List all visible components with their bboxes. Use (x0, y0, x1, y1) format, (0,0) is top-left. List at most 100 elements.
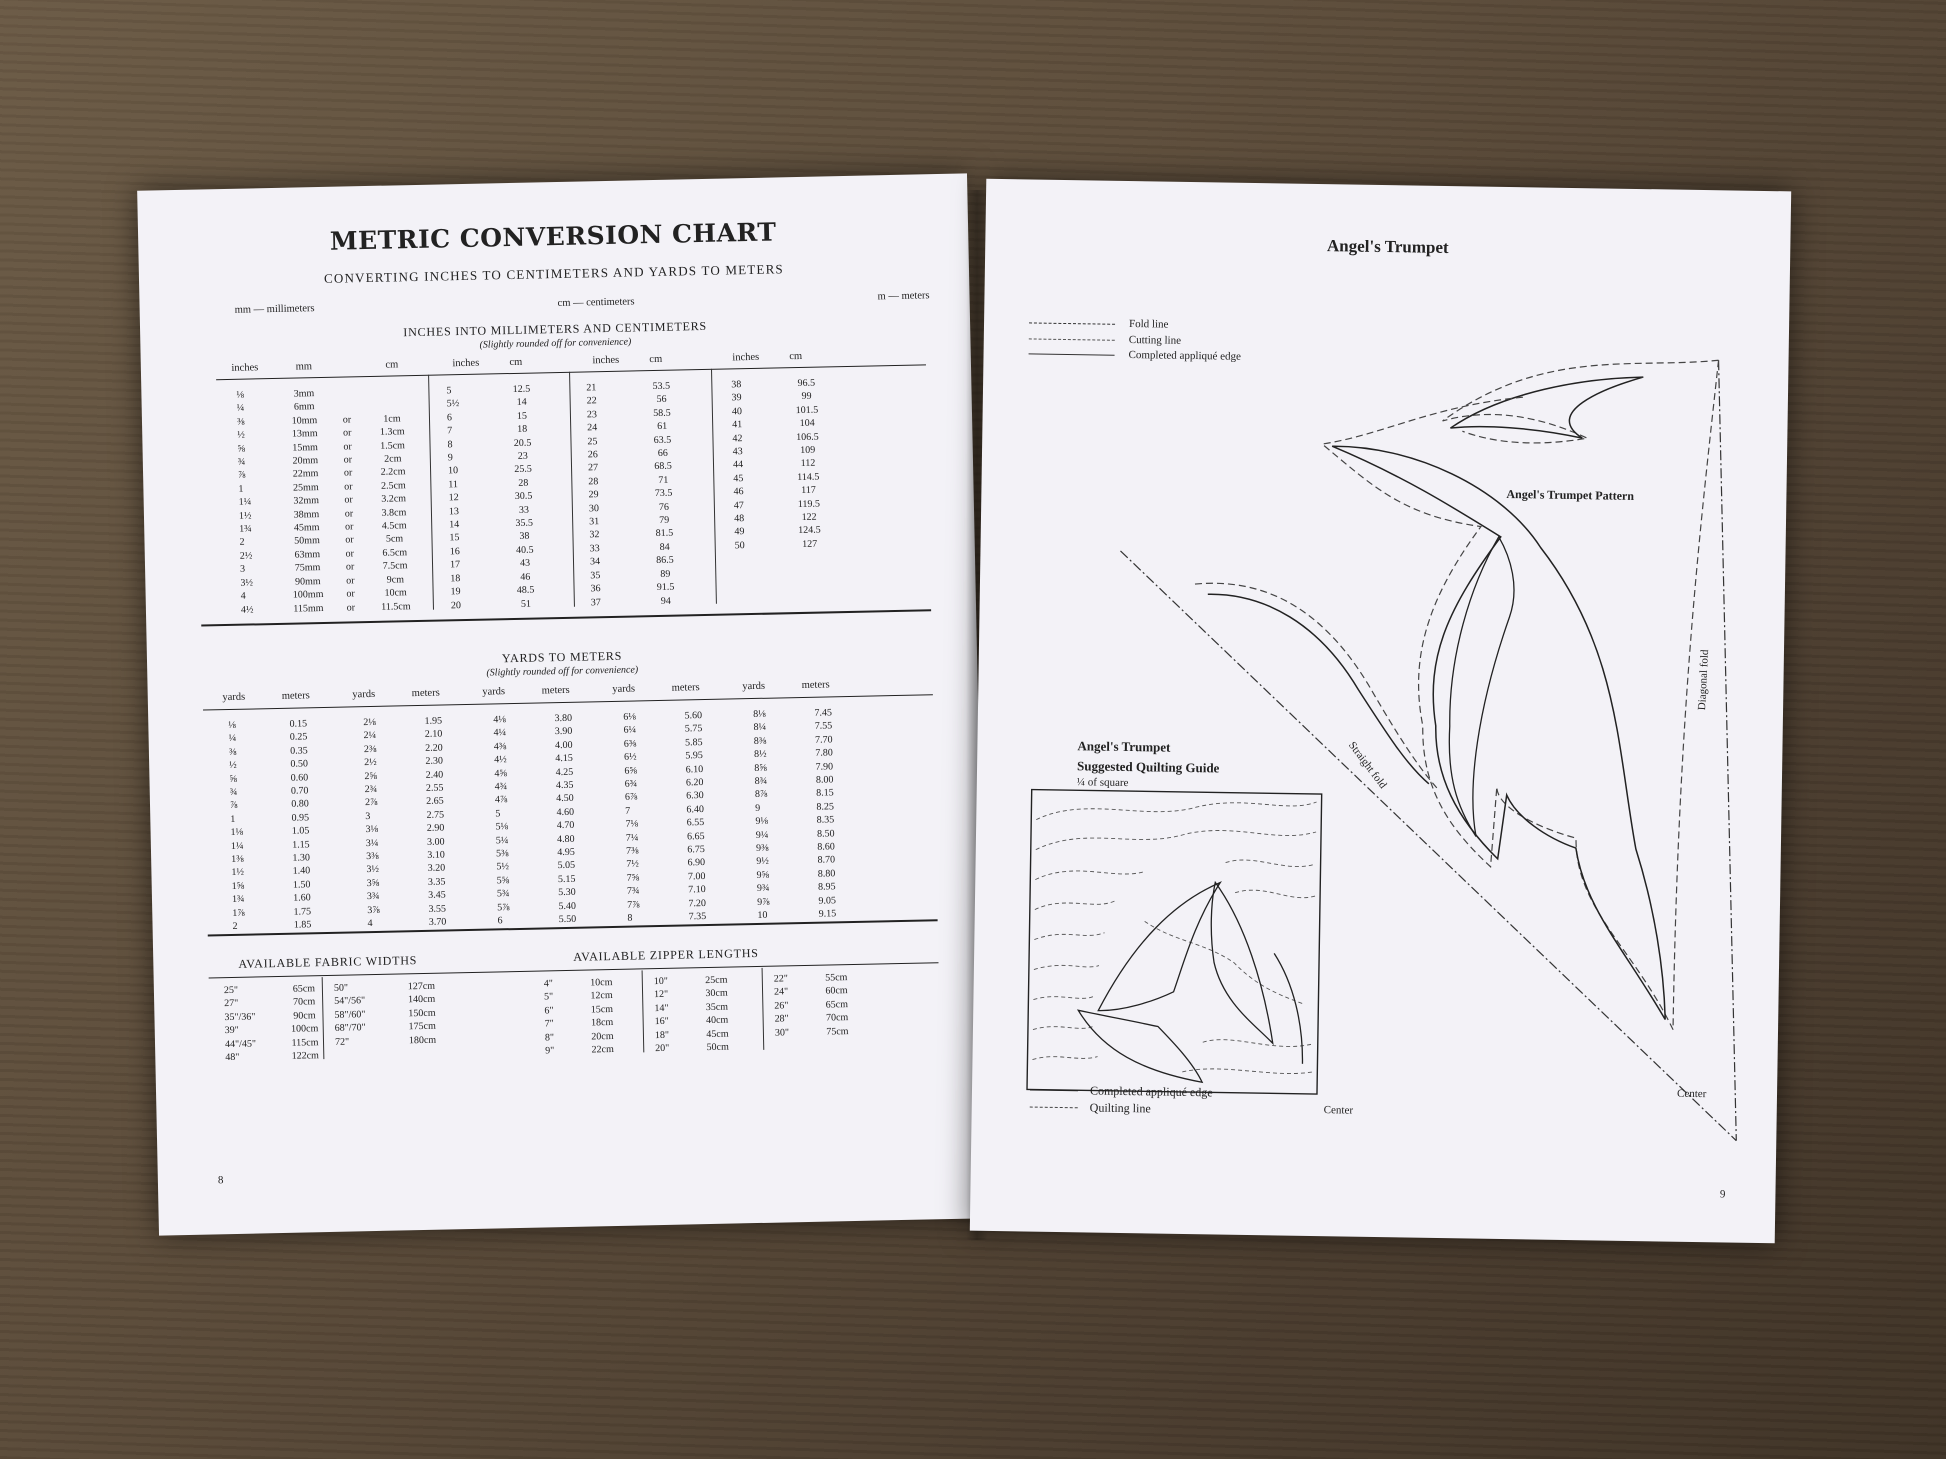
table-cell: 180cm (408, 1034, 437, 1046)
center-label-pattern: Center (1676, 1087, 1707, 1101)
table-cell: 8.95 (818, 881, 836, 893)
table-cell: 15 (449, 532, 460, 544)
col-yards: yards (482, 686, 506, 698)
table-cell: 7.80 (815, 747, 833, 759)
table-cell: 8.50 (816, 827, 835, 840)
table-cell: 24 (587, 422, 598, 434)
table-cell: 53.5 (652, 380, 671, 393)
table-cell: 8.25 (816, 801, 835, 813)
table-cell: 6.5cm (382, 547, 408, 559)
table-cell: 49 (734, 526, 745, 538)
table-cell: ⅛ (236, 389, 245, 401)
table-cell: 109 (800, 444, 816, 457)
table-cell: 5.30 (558, 887, 576, 899)
table-cell: 12" (653, 989, 669, 1001)
table-cell: 14 (449, 519, 460, 531)
table-cell: 2¼ (363, 730, 377, 742)
table-cell: 5¼ (495, 834, 509, 847)
table-cell: 4.80 (556, 833, 575, 845)
table-cell: 39 (731, 392, 742, 404)
table-cell: 30" (774, 1026, 790, 1039)
table-cell: 1.50 (292, 879, 311, 891)
table-cell: 1.3cm (379, 426, 405, 438)
table-cell: 27" (224, 998, 239, 1010)
table-cell: 2.55 (425, 782, 444, 794)
table-cell: 2½ (239, 550, 253, 562)
table-cell: 26" (774, 1000, 789, 1012)
table-cell: 9⅝ (756, 869, 770, 881)
table-cell: 8.80 (817, 868, 836, 880)
table-cell: 4⅛ (493, 714, 506, 726)
table-cell: 7 (625, 805, 631, 817)
table-cell: 8⅛ (753, 708, 766, 721)
table-cell: 2.40 (425, 769, 444, 781)
table-cell: 2.75 (426, 809, 445, 821)
table-cell: 124.5 (798, 525, 821, 537)
table-row: 72" 180cm (335, 1033, 450, 1049)
table-cell: ⅜ (228, 746, 237, 758)
table-cell: 3⅞ (367, 904, 380, 916)
table-cell: 18" (654, 1029, 670, 1041)
col-yards: yards (612, 683, 636, 695)
table-cell: 2cm (384, 453, 402, 465)
table-row: 9"22cm (545, 1043, 630, 1058)
table-cell: ⅛ (228, 719, 236, 732)
table-cell: 3½ (240, 577, 253, 589)
table-cell: 29 (588, 489, 599, 501)
table-cell: 1.05 (291, 825, 310, 837)
table-cell: 38 (519, 531, 530, 543)
table-cell: 2 (239, 537, 245, 549)
table-cell: 55cm (825, 972, 848, 984)
table-cell: 10cm (590, 977, 613, 989)
table-cell: 63.5 (653, 434, 672, 446)
table-cell: 72" (334, 1036, 350, 1048)
table-cell: 20cm (591, 1030, 614, 1043)
table-cell: 1.40 (292, 865, 311, 878)
table-cell: 14 (516, 397, 527, 409)
table-cell: 7.20 (688, 897, 707, 910)
table-cell: 9.15 (818, 908, 837, 920)
table-cell: 112 (800, 458, 816, 470)
table-cell: 56 (656, 394, 667, 406)
table-cell: 33 (589, 543, 600, 555)
table-cell: ⅞ (229, 800, 238, 812)
table-cell: 1.85 (293, 919, 312, 931)
table-cell: 115cm (291, 1036, 319, 1049)
table-cell: 35"/36" (224, 1011, 256, 1023)
table-cell: 1¾ (239, 523, 252, 535)
table-cell: 28" (774, 1013, 789, 1025)
table-cell: 0.80 (291, 798, 309, 811)
inches-header-c: inches cm (592, 353, 663, 367)
table-cell (332, 400, 362, 414)
table-cell: 2⅜ (363, 743, 377, 755)
table-cell: 3.2cm (381, 493, 407, 506)
table-cell: 3 (365, 810, 371, 823)
table-cell: 7.45 (814, 707, 833, 719)
table-cell: 47 (733, 499, 744, 512)
table-cell: 8½ (753, 748, 767, 761)
table-cell: or (345, 561, 355, 573)
table-cell: 2.2cm (380, 466, 406, 479)
table-cell: 6¼ (623, 724, 637, 737)
table-cell: 8.00 (815, 774, 834, 786)
inches-divider-1 (428, 374, 434, 610)
table-cell: 8⅜ (753, 735, 767, 747)
table-cell: 3mm (293, 388, 315, 400)
table-cell: 5⅛ (495, 821, 509, 833)
table-cell: 6.40 (686, 803, 705, 816)
table-cell: 4 (240, 590, 246, 602)
table-cell: 23 (517, 450, 528, 462)
table-cell: 4.95 (557, 846, 575, 859)
lower-leaf-edge (1207, 593, 1430, 785)
table-cell: 4.5cm (381, 520, 407, 532)
table-cell: 30 (588, 502, 600, 515)
table-cell: 3.55 (428, 903, 447, 915)
table-cell: 7½ (626, 858, 639, 871)
table-cell: 24" (773, 986, 789, 999)
table-cell: 54"/56" (334, 995, 366, 1008)
table-cell: 9.05 (818, 895, 837, 907)
table-cell: 35 (590, 569, 601, 582)
table-cell: 13 (448, 505, 460, 518)
